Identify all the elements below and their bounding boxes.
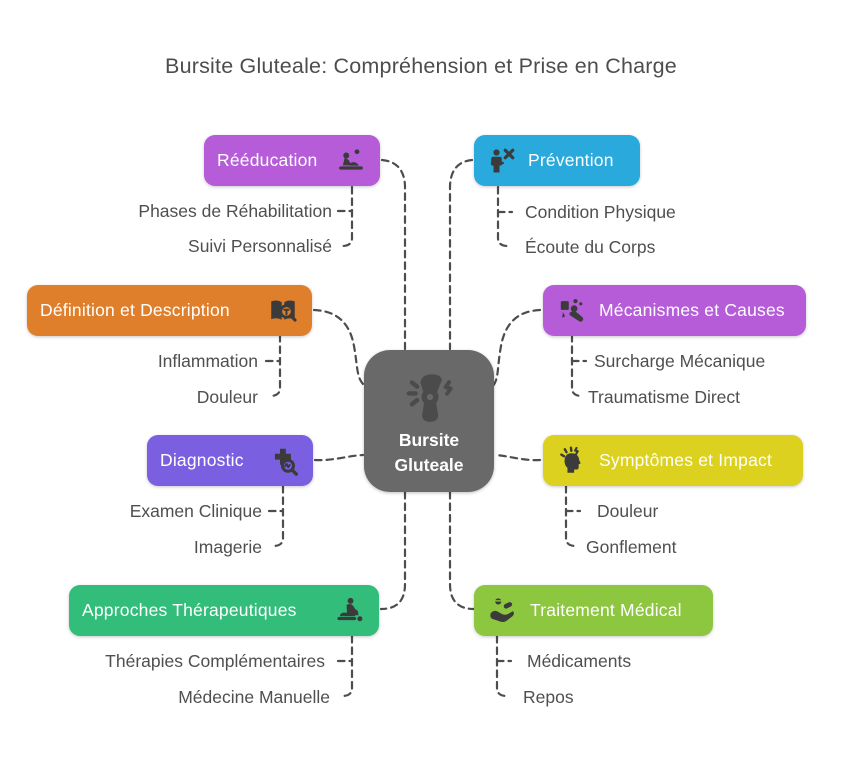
branch-node-mecanismes: Mécanismes et Causes (543, 285, 806, 336)
joint-pain-icon (398, 364, 460, 428)
book-magnifier-icon (267, 295, 299, 327)
connector-definition (264, 308, 367, 398)
central-node-bursite-gluteale: Bursite Gluteale (364, 350, 494, 492)
branch-label-diagnostic: Diagnostic (160, 450, 244, 470)
connector-diagnostic (267, 453, 365, 548)
branch-label-reeducation: Rééducation (217, 150, 318, 170)
medical-search-icon (268, 445, 300, 477)
connector-approches (336, 490, 407, 698)
branch-node-reeducation: Rééducation (204, 135, 380, 186)
central-label-line1: Bursite (398, 430, 460, 450)
branch-node-approches: Approches Thérapeutiques (69, 585, 379, 636)
child-label-douleur-symptome: Douleur (597, 501, 659, 521)
connector-mecanismes (491, 308, 588, 398)
connector-prevention (448, 158, 514, 351)
head-pain-icon (556, 445, 588, 477)
child-label-phases-rehabilitation: Phases de Réhabilitation (138, 201, 332, 221)
branch-label-mecanismes: Mécanismes et Causes (599, 300, 785, 320)
connector-reeducation (336, 158, 407, 351)
child-label-medecine-manuelle: Médecine Manuelle (178, 687, 330, 707)
branch-node-traitement: Traitement Médical (474, 585, 713, 636)
branch-node-symptomes: Symptômes et Impact (543, 435, 803, 486)
branch-label-traitement: Traitement Médical (530, 600, 682, 620)
child-label-suivi-personnalise: Suivi Personnalisé (188, 236, 332, 256)
child-label-examen-clinique: Examen Clinique (129, 501, 262, 521)
child-label-repos: Repos (523, 687, 574, 707)
child-label-ecoute-du-corps: Écoute du Corps (525, 237, 656, 257)
child-label-inflammation: Inflammation (157, 351, 258, 371)
connector-symptomes (493, 453, 582, 548)
child-label-douleur-definition: Douleur (196, 387, 258, 407)
central-label-line2: Gluteale (394, 455, 464, 475)
hand-pills-icon (487, 595, 519, 627)
child-label-traumatisme-direct: Traumatisme Direct (588, 387, 741, 407)
branch-label-definition: Définition et Description (40, 300, 230, 320)
overload-icon (556, 295, 588, 327)
branch-node-prevention: Prévention (474, 135, 640, 186)
child-label-gonflement: Gonflement (586, 537, 677, 557)
branch-label-symptomes: Symptômes et Impact (599, 450, 773, 470)
branch-node-diagnostic: Diagnostic (147, 435, 313, 486)
connector-traitement (448, 490, 513, 698)
child-label-imagerie: Imagerie (193, 537, 262, 557)
massage-icon (334, 595, 366, 627)
child-label-therapies-complementaires: Thérapies Complémentaires (105, 651, 325, 671)
child-label-condition-physique: Condition Physique (525, 202, 676, 222)
physiotherapy-icon (335, 146, 367, 176)
child-label-surcharge-mecanique: Surcharge Mécanique (594, 351, 766, 371)
prevention-icon (487, 146, 517, 176)
child-label-medicaments: Médicaments (527, 651, 632, 671)
branch-label-approches: Approches Thérapeutiques (82, 600, 297, 620)
branch-label-prevention: Prévention (528, 150, 614, 170)
branch-node-definition: Définition et Description (27, 285, 312, 336)
page-title: Bursite Gluteale: Compréhension et Prise… (165, 54, 677, 78)
